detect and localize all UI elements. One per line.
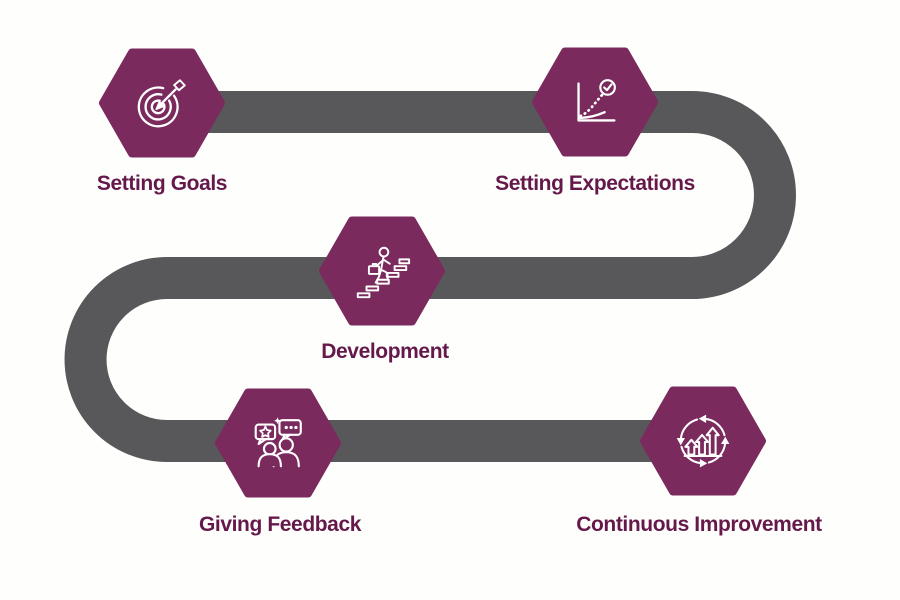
- step-label: Setting Goals: [96, 172, 228, 195]
- feedback-conversation-icon: [254, 417, 302, 468]
- growth-chart-check-icon: [577, 79, 616, 122]
- hexagon-setting-expectations[interactable]: [531, 46, 659, 158]
- hexagon-giving-feedback[interactable]: [214, 387, 342, 499]
- target-dart-icon: [137, 79, 186, 128]
- cycle-growth-arrows-icon: [676, 414, 730, 468]
- step-label: Continuous Improvement: [576, 513, 822, 536]
- hexagon-setting-goals[interactable]: [98, 47, 226, 159]
- step-label: Giving Feedback: [198, 513, 362, 536]
- hexagon-development[interactable]: [318, 215, 446, 327]
- hexagon-shape: [215, 388, 341, 498]
- step-label: Development: [321, 340, 449, 363]
- hexagon-shape: [640, 386, 766, 496]
- career-stairs-icon: [356, 246, 411, 299]
- hexagon-continuous-improvement[interactable]: [639, 385, 767, 497]
- step-label: Setting Expectations: [495, 172, 695, 195]
